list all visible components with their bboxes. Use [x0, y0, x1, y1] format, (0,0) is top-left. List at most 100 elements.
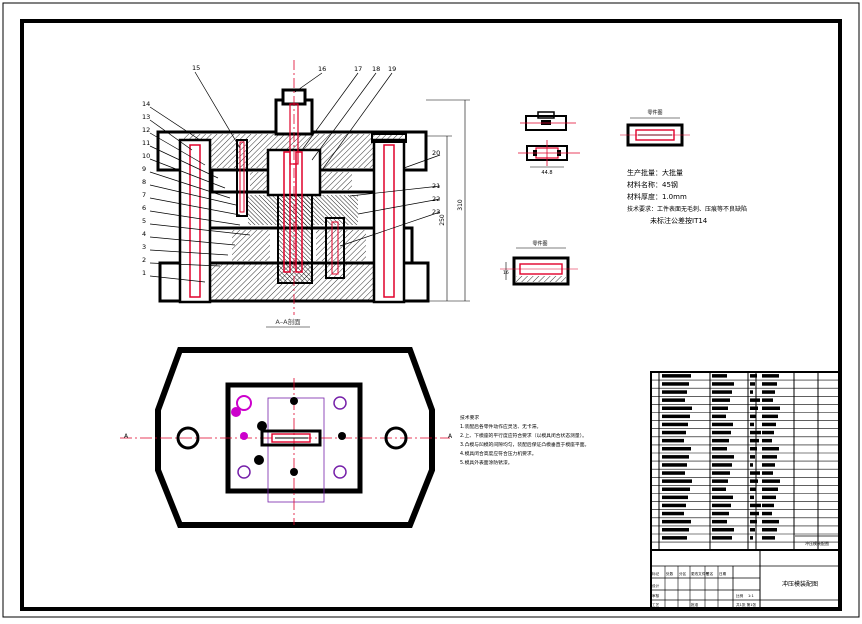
part-number: 14	[142, 100, 150, 108]
part-label-top: 零件图	[647, 109, 662, 116]
tb-scale-label: 比例	[736, 593, 744, 598]
part-number: 23	[432, 208, 440, 216]
parts-list-cell-text	[662, 519, 691, 524]
part-number: 19	[388, 65, 396, 73]
part-number: 9	[142, 165, 146, 173]
parts-list-cell-text	[662, 382, 689, 386]
title-block: 标记 处数 分区 更改文件号 签名 日期 设计 审核 工艺 批准 比例 1:1 …	[650, 535, 841, 610]
parts-list-cell-text	[662, 511, 684, 516]
tb-role: 工艺	[652, 602, 660, 607]
parts-list-cell-text	[662, 406, 692, 410]
parts-list	[650, 371, 841, 551]
part-number: 7	[142, 191, 146, 199]
part-number: 16	[318, 65, 326, 73]
parts-list-cell-text	[750, 495, 754, 500]
tb-sign-label: 更改文件号	[691, 571, 709, 576]
parts-list-cell-text	[712, 430, 731, 435]
parts-list-cell-text	[712, 390, 732, 394]
dim-part-length: 44.8	[541, 170, 552, 176]
parts-list-cell-text	[750, 471, 760, 475]
parts-list-cell-text	[750, 528, 755, 532]
parts-list-cell-text	[750, 398, 760, 402]
parts-list-cell-text	[750, 414, 756, 419]
part-number: 2	[142, 256, 146, 264]
parts-list-cell-text	[762, 511, 772, 516]
part-number: 8	[142, 178, 146, 186]
parts-list-cell-text	[762, 519, 779, 524]
parts-list-cell-text	[750, 511, 759, 516]
spec-block: 生产批量：大批量 材料名称：45钢 材料厚度：1.0mm 技术要求：工件表面无毛…	[627, 168, 747, 225]
parts-list-cell-text	[662, 374, 691, 378]
section-mark-left: A	[124, 433, 129, 440]
parts-list-cell-text	[750, 430, 761, 435]
section-caption: A–A剖面	[275, 317, 301, 326]
parts-list-cell-text	[712, 374, 727, 378]
parts-list-cell-text	[762, 463, 775, 467]
parts-list-cell-text	[712, 471, 730, 475]
part-numbers-right: 20 21 22 23	[432, 149, 440, 216]
note-line: 4.模具闭合高度应符合压力机要求。	[460, 450, 537, 457]
spec-line: 未标注公差按IT14	[650, 216, 708, 225]
part-number: 21	[432, 182, 440, 190]
dim-side-height: 250	[439, 214, 446, 226]
parts-list-cell-text	[750, 390, 753, 394]
parts-list-cell-text	[712, 519, 727, 524]
note-line: 5.模具外表面涂防锈漆。	[460, 459, 513, 466]
parts-list-cell-text	[662, 495, 688, 500]
parts-list-cell-text	[712, 398, 730, 402]
part-number: 20	[432, 149, 440, 157]
parts-list-cell-text	[662, 455, 689, 459]
inner-border	[20, 19, 842, 611]
parts-list-cell-text	[750, 519, 757, 524]
parts-list-cell-text	[762, 503, 774, 508]
tb-sign-label: 签名	[706, 571, 714, 576]
parts-list-cell-text	[712, 422, 733, 427]
note-line: 3.凸模与凹模的间隙均匀，装配后保证凸模垂直于模座平面。	[460, 441, 589, 448]
parts-list-cell-text	[712, 447, 727, 451]
part-numbers-top: 15 16 17 18 19	[192, 64, 396, 73]
tb-scale: 1:1	[748, 594, 754, 598]
tb-role: 设计	[652, 583, 660, 588]
part-number: 22	[432, 195, 440, 203]
spec-line: 材料名称：45钢	[627, 180, 678, 189]
part-number: 12	[142, 126, 150, 134]
parts-list-cell-text	[712, 463, 732, 467]
parts-list-cell-text	[750, 374, 757, 378]
parts-list-cell-text	[762, 398, 773, 402]
leaders	[149, 71, 441, 283]
tb-sign-label: 处数	[666, 571, 674, 576]
parts-list-cell-text	[750, 455, 755, 459]
tb-sign-label: 日期	[719, 571, 727, 576]
part-number: 1	[142, 269, 146, 277]
parts-list-cell-text	[712, 455, 734, 459]
parts-list-cell-text	[662, 487, 690, 491]
parts-list-cell-text	[762, 390, 775, 394]
parts-list-cell-text	[762, 447, 779, 451]
tb-sheet: 共1张 第1张	[736, 602, 756, 607]
drawing-title: 冲压模装配图	[782, 580, 818, 588]
parts-list-cell-text	[662, 471, 685, 475]
parts-list-cell-text	[762, 438, 772, 443]
parts-list-cell-text	[750, 487, 756, 491]
tb-title-mini: 冲压模装配图	[805, 540, 829, 546]
plan-view: A A	[120, 347, 453, 528]
parts-list-cell-text	[662, 479, 692, 483]
parts-list-cell-text	[762, 406, 780, 410]
parts-list-cell-text	[712, 438, 729, 443]
parts-list-cell-text	[762, 536, 775, 540]
note-line: 2.上、下模座的平行度应符合要求（以模具闭合状态测量）。	[460, 432, 587, 439]
spec-line: 技术要求：工件表面无毛刺、压痕等不良缺陷	[627, 205, 747, 213]
parts-list-cell-text	[712, 503, 731, 508]
parts-list-cell-text	[712, 487, 726, 491]
part-number: 6	[142, 204, 146, 212]
part-number: 17	[354, 65, 362, 73]
part-number: 3	[142, 243, 146, 251]
tb-sign-label: 标记	[652, 571, 660, 576]
parts-list-cell-text	[712, 495, 733, 500]
parts-list-cell-text	[762, 487, 778, 491]
part-views: 44.8 零件图 零件图 16	[500, 109, 690, 286]
note-line: 技术要求	[460, 414, 479, 421]
